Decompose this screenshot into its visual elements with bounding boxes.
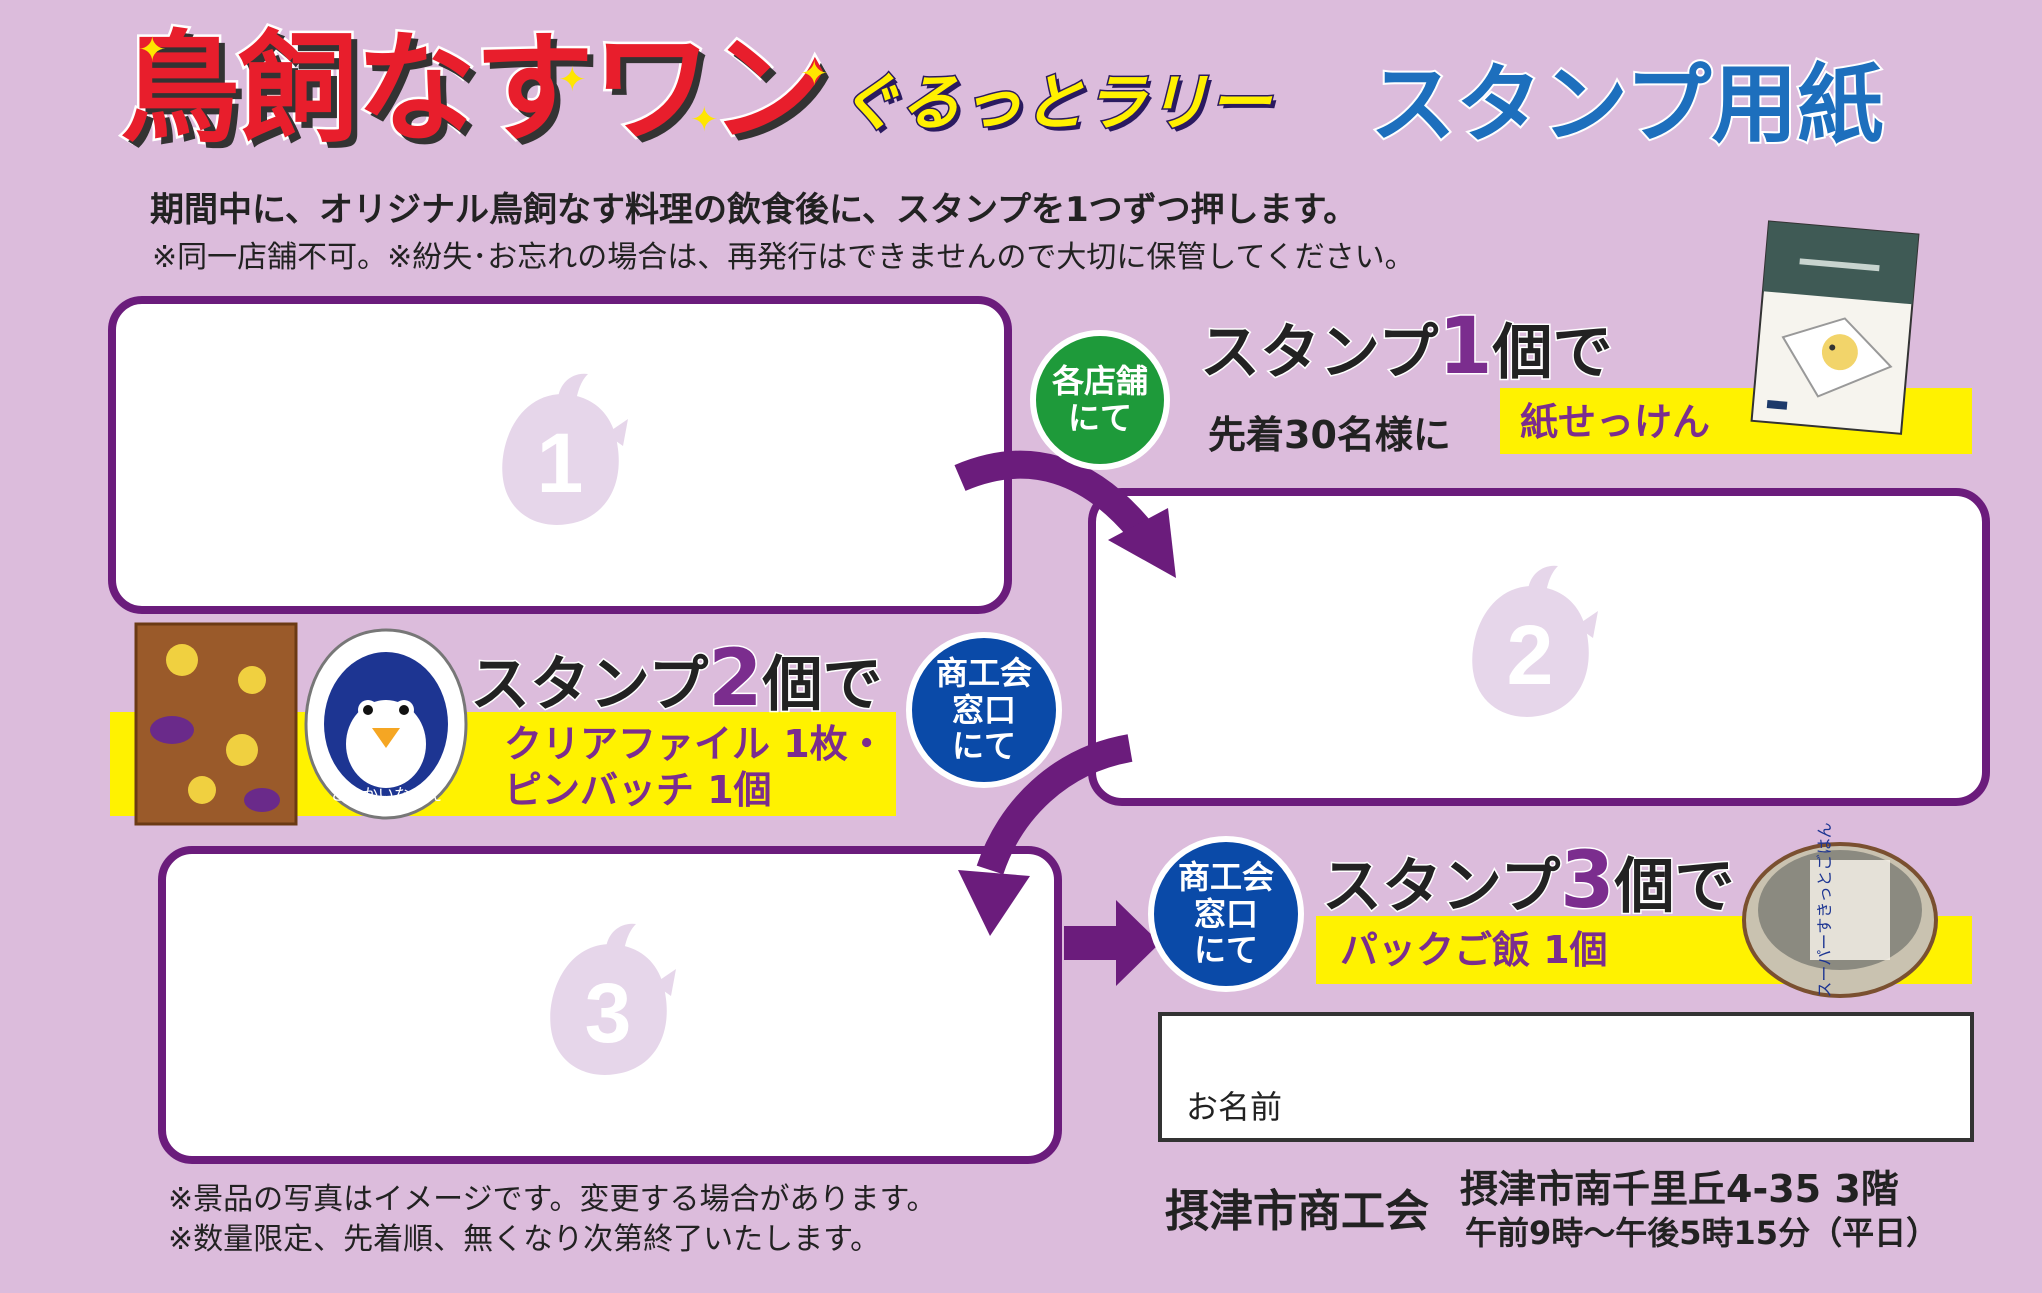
organizer-name: 摂津市商工会	[1165, 1186, 1429, 1237]
name-field[interactable]: お名前	[1158, 1012, 1974, 1142]
intro-text: 期間中に、オリジナル鳥飼なす料理の飲食後に、スタンプを1つずつ押します。	[150, 190, 1358, 230]
office-hours: 午前9時～午後5時15分（平日）	[1465, 1214, 1939, 1252]
title-main: 鳥飼なすワン	[118, 20, 833, 159]
reward3-prize: パックご飯 1個	[1340, 928, 1608, 972]
stamp-number-2: 2	[1507, 608, 1554, 702]
arrow-head-icon	[958, 870, 1030, 936]
title-stamp-paper: スタンプ用紙	[1368, 55, 1885, 155]
sparkle-icon: ✦	[558, 60, 587, 100]
eggplant-icon: 1	[502, 373, 628, 525]
organizer-address: 摂津市南千里丘4-35 3階	[1460, 1167, 1899, 1211]
stamp-box-2[interactable]: 2	[1088, 488, 1990, 806]
clear-file-image	[134, 622, 298, 826]
rice-pack-image: スーパーすきっとごはん	[1742, 822, 1938, 998]
eggplant-icon: 3	[550, 923, 676, 1075]
footer-note-1: ※景品の写真はイメージです。変更する場合があります。	[168, 1182, 937, 1217]
stamp-number-1: 1	[537, 416, 584, 510]
badge-office-counter: 商工会 窓口 にて	[906, 632, 1062, 788]
reward3-heading: スタンプ3個で	[1320, 836, 1735, 926]
arrow-head-icon	[1108, 508, 1176, 578]
sparkle-icon: ✦	[690, 100, 719, 140]
badge-each-store: 各店舗 にて	[1030, 330, 1170, 470]
reward1-prize: 紙せっけん	[1520, 400, 1711, 444]
paper-soap-image	[1750, 220, 1920, 435]
sparkle-icon: ✦	[138, 30, 167, 70]
footer-note-2: ※数量限定、先着順、無くなり次第終了いたします。	[168, 1222, 881, 1257]
pin-badge-image: とりかいなすえ	[304, 628, 468, 820]
rice-pack-label: スーパーすきっとごはん	[1815, 822, 1834, 997]
title-sub: ぐるっとラリー	[837, 66, 1273, 139]
arrow-right-icon	[1116, 900, 1160, 986]
badge-office-counter: 商工会 窓口 にて	[1148, 836, 1304, 992]
eggplant-icon: 2	[1472, 565, 1598, 717]
stamp-box-3[interactable]: 3	[158, 846, 1062, 1164]
pin-badge-text: とりかいなすえ	[330, 785, 442, 804]
notice-text: ※同一店舗不可。※紛失･お忘れの場合は、再発行はできませんので大切に保管してくだ…	[152, 240, 1415, 275]
reward2-heading: スタンプ2個で	[468, 634, 883, 724]
sparkle-icon: ✦	[800, 54, 829, 94]
reward1-heading: スタンプ1個で	[1198, 302, 1613, 392]
stamp-number-3: 3	[585, 966, 632, 1060]
reward1-limit: 先着30名様に	[1208, 413, 1451, 457]
name-label: お名前	[1186, 1088, 1283, 1126]
reward2-prize: クリアファイル 1枚・ ピンバッチ 1個	[504, 722, 886, 812]
